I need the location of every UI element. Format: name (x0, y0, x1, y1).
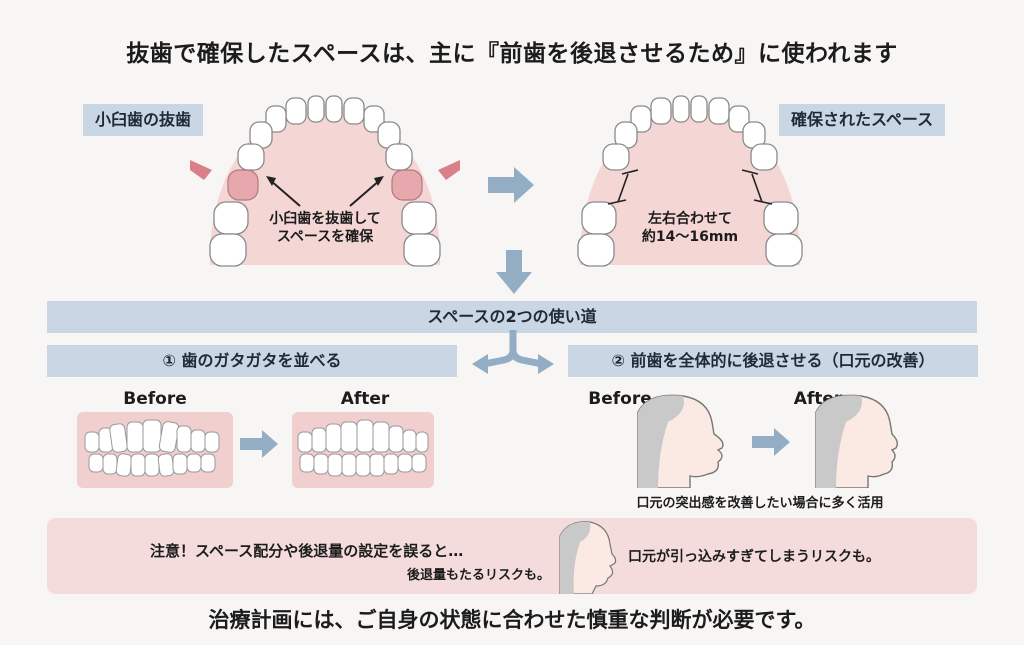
footer-text: 治療計画には、ご自身の状態に合わせた慎重な判断が必要です。 (208, 608, 816, 632)
pink-arrow-left (190, 160, 212, 180)
upper-arch-space-diagram (577, 95, 803, 267)
aligned-teeth-image (292, 412, 434, 488)
aligned-teeth (297, 419, 429, 477)
use1-after-label: After (340, 389, 390, 409)
teeth-group-right (577, 95, 803, 267)
warning-box (47, 518, 977, 594)
right-panel-tag: 確保されたスペース (779, 104, 946, 136)
extraction-note-line1: 小臼歯を抜歯して (269, 211, 381, 227)
use1-before-label: Before (123, 389, 187, 409)
crowded-teeth (84, 419, 220, 477)
crowded-teeth-image (77, 412, 233, 488)
use1-heading: ① 歯のガタガタを並べる (47, 345, 457, 377)
teeth-group (209, 95, 441, 267)
extraction-note-line2: スペースを確保 (276, 229, 374, 245)
extracted-premolar-left (227, 169, 259, 201)
hair-before (638, 395, 684, 488)
use2-caption: 口元の突出感を改善したい場合に多く活用 (636, 496, 884, 511)
use2-heading: ② 前歯を全体的に後退させる（口元の改善） (568, 345, 978, 377)
space-markers (607, 169, 773, 205)
right-arrow-top (488, 167, 534, 203)
split-arrow (472, 330, 554, 374)
pink-arrow-right (438, 160, 460, 180)
extraction-note: 小臼歯を抜歯して スペースを確保 (255, 210, 395, 246)
warning-line2: 後退量もたるリスクも。 (406, 568, 550, 583)
warning-profile-image (559, 521, 617, 594)
profile-after-image (815, 394, 899, 488)
left-panel-tag: 小臼歯の抜歯 (83, 104, 204, 136)
down-arrow (496, 250, 532, 294)
use2-before-label: Before (588, 389, 652, 409)
upper-arch-extraction-diagram (190, 95, 460, 267)
pointer-head-left (266, 176, 276, 186)
pointer-head-right (374, 176, 384, 186)
page-title: 抜歯で確保したスペースは、主に『前歯を後退させるため』に使われます (126, 41, 898, 67)
pointer-line-left (269, 179, 301, 207)
section-band: スペースの2つの使い道 (47, 301, 977, 333)
space-note-line1: 左右合わせて (648, 211, 732, 227)
warning-hair (560, 521, 591, 594)
hair-after (816, 395, 862, 488)
profile-before-image (637, 394, 724, 488)
space-note: 左右合わせて 約14〜16mm (620, 210, 760, 246)
use2-arrow (752, 428, 790, 456)
space-note-line2: 約14〜16mm (641, 229, 739, 245)
pointer-line-right (349, 179, 381, 207)
use1-arrow (240, 430, 278, 458)
warning-side-text: 口元が引っ込みすぎてしまうリスクも。 (628, 549, 880, 565)
extracted-premolar-right (391, 169, 423, 201)
warning-line1: 注意！スペース配分や後退量の設定を誤ると… (150, 542, 464, 560)
